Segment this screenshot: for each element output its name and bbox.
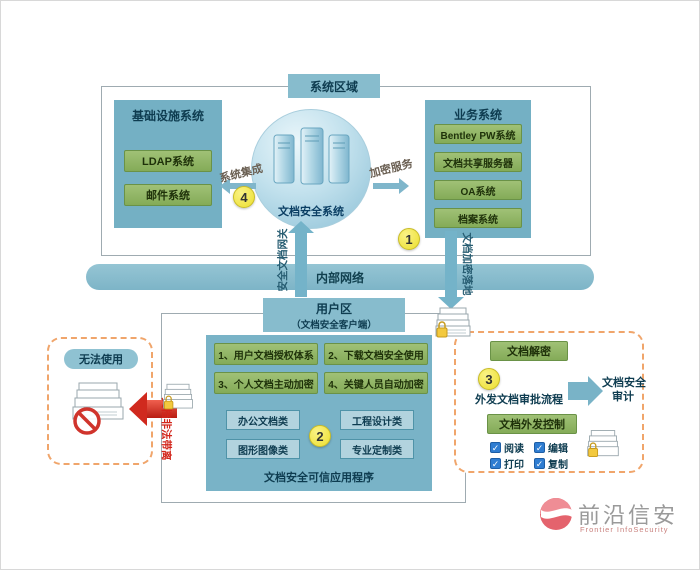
permission-read-label: 阅读 <box>504 444 524 455</box>
security-audit-label: 文档安全 审计 <box>602 376 646 404</box>
controlled-document-stack-icon <box>585 429 621 464</box>
company-logo-icon <box>539 497 573 536</box>
feature-personal-encrypt: 3、个人文档主动加密 <box>214 372 318 394</box>
audit-arrow-icon <box>568 376 603 406</box>
permission-edit-label: 编辑 <box>548 444 568 455</box>
upload-arrow-icon <box>288 221 314 297</box>
mail-system-button: 邮件系统 <box>124 184 212 206</box>
security-audit-line1: 文档安全 <box>602 377 646 389</box>
encryption-arrow-icon <box>373 178 409 194</box>
checkbox-icon: ✓ <box>534 458 545 469</box>
ldap-system-button: LDAP系统 <box>124 150 212 172</box>
checkbox-icon: ✓ <box>490 442 501 453</box>
system-area-tab: 系统区域 <box>288 74 380 98</box>
blocked-document-stack-icon <box>67 381 129 442</box>
doc-share-server-button: 文档共享服务器 <box>434 152 522 172</box>
badge-1: 1 <box>398 228 420 250</box>
checkbox-icon: ✓ <box>534 442 545 453</box>
server-stack-icon <box>270 126 354 193</box>
company-subtitle: Frontier InfoSecurity <box>580 525 669 534</box>
business-title: 业务系统 <box>453 108 502 122</box>
encrypted-document-stack-icon <box>433 307 473 344</box>
trusted-apps-footer: 文档安全可信应用程序 <box>264 472 374 484</box>
leaked-document-stack-icon <box>161 383 195 416</box>
badge-3: 3 <box>478 368 500 390</box>
core-label: 文档安全系统 <box>278 206 344 218</box>
user-area-tab-subtitle: （文档安全客户端） <box>291 319 377 331</box>
encrypted-landing-label: 文档加密落地 <box>461 232 473 296</box>
decrypt-button: 文档解密 <box>490 341 568 361</box>
oa-system-button: OA系统 <box>434 180 522 200</box>
user-area-tab-title: 用户区 <box>315 301 352 316</box>
security-audit-line2: 审计 <box>612 391 634 403</box>
unusable-pill: 无法使用 <box>64 349 138 369</box>
document-security-core: 文档安全系统 <box>251 109 371 229</box>
system-area-tab-label: 系统区域 <box>309 79 358 94</box>
outgoing-control-button: 文档外发控制 <box>487 414 577 434</box>
permission-copy-label: 复制 <box>548 460 568 471</box>
badge-2: 2 <box>309 425 331 447</box>
feature-download-secure: 2、下载文档安全使用 <box>324 343 428 365</box>
user-area-tab: 用户区 （文档安全客户端） <box>263 298 405 332</box>
checkbox-icon: ✓ <box>490 458 501 469</box>
approval-process-label: 外发文档审批流程 <box>475 394 563 406</box>
permission-copy: ✓ 复制 <box>534 456 568 471</box>
feature-authorization: 1、用户文档授权体系 <box>214 343 318 365</box>
category-graphics: 图形图像类 <box>226 439 300 459</box>
badge-4: 4 <box>233 186 255 208</box>
company-name: 前沿信安 <box>578 503 679 528</box>
bentley-pw-button: Bentley PW系统 <box>434 124 522 144</box>
internal-network-label: 内部网络 <box>315 270 364 285</box>
permission-print: ✓ 打印 <box>490 456 524 471</box>
landing-arrow-icon <box>438 231 464 309</box>
category-office-docs: 办公文档类 <box>226 410 300 430</box>
internal-network-bar: 内部网络 <box>86 264 594 290</box>
permission-edit: ✓ 编辑 <box>534 440 568 455</box>
secure-gateway-label: 安全文档网关 <box>277 228 289 292</box>
permission-read: ✓ 阅读 <box>490 440 524 455</box>
category-engineering: 工程设计类 <box>340 410 414 430</box>
permission-print-label: 打印 <box>504 460 524 471</box>
infrastructure-title: 基础设施系统 <box>131 109 204 123</box>
category-custom: 专业定制类 <box>340 439 414 459</box>
archive-system-button: 档案系统 <box>434 208 522 228</box>
feature-auto-encrypt: 4、关键人员自动加密 <box>324 372 428 394</box>
